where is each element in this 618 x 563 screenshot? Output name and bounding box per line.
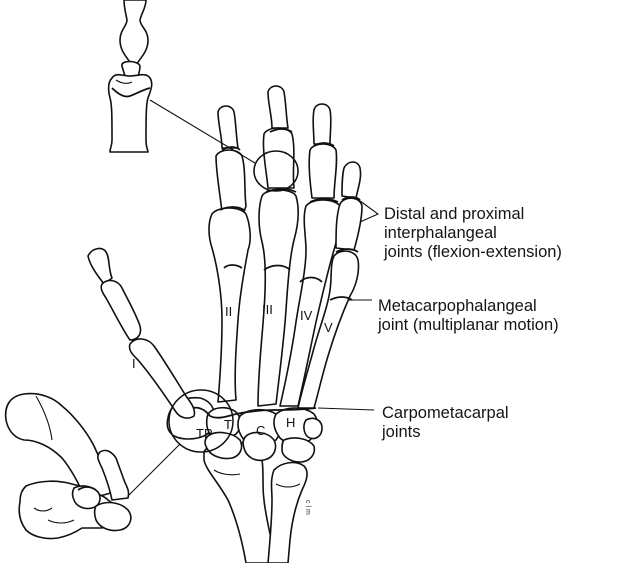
interphalangeal-label: Distal and proximal interphalangeal join… bbox=[384, 205, 562, 262]
ip-label-line-3: joints (flexion-extension) bbox=[384, 243, 562, 262]
ip-label-line-1: Distal and proximal bbox=[384, 205, 562, 224]
thumb-cmc-inset bbox=[6, 394, 131, 539]
metacarpophalangeal-label: Metacarpophalangeal joint (multiplanar m… bbox=[378, 297, 559, 335]
bone-label-t: T bbox=[224, 417, 232, 432]
finger-joint-inset bbox=[109, 0, 152, 152]
digit-label-i: I bbox=[132, 356, 136, 371]
index-finger-digit-ii bbox=[209, 106, 250, 402]
mcp-label-line-1: Metacarpophalangeal bbox=[378, 297, 559, 316]
digit-label-iii: III bbox=[262, 302, 273, 317]
carpometacarpal-label: Carpometacarpal joints bbox=[382, 404, 509, 442]
thumb-digit-i bbox=[88, 249, 195, 419]
cmc-label-line-2: joints bbox=[382, 423, 509, 442]
digit-label-v: V bbox=[324, 320, 333, 335]
cmc-label-line-1: Carpometacarpal bbox=[382, 404, 509, 423]
ip-label-line-2: interphalangeal bbox=[384, 224, 562, 243]
bone-label-c: C bbox=[256, 423, 265, 438]
digit-label-iv: IV bbox=[300, 308, 313, 323]
bone-label-h: H bbox=[286, 415, 295, 430]
inset-leader-bottom bbox=[128, 444, 180, 496]
cmc-label-leader bbox=[318, 408, 374, 410]
mcp-label-line-2: joint (multiplanar motion) bbox=[378, 316, 559, 335]
digit-label-ii: II bbox=[225, 304, 232, 319]
artist-signature: c l m bbox=[304, 500, 311, 515]
inset-leader-top bbox=[150, 100, 255, 163]
bone-label-tp: TP bbox=[196, 426, 213, 441]
